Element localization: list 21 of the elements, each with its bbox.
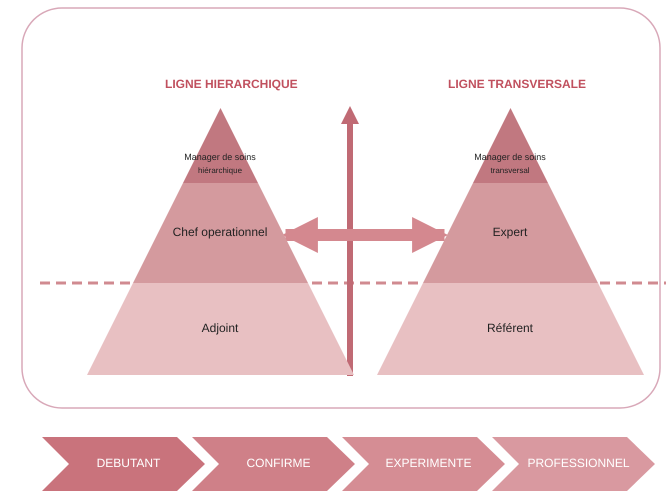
step-label: EXPERIMENTE (384, 456, 472, 470)
pyramid-tier (422, 183, 598, 283)
pyramid-tier (132, 183, 308, 283)
chevron-step (192, 437, 355, 491)
tier-label: Adjoint (200, 321, 240, 335)
tier-label: Expert (492, 225, 528, 239)
step-label: DEBUTANT (96, 456, 162, 470)
pyramid-tier (86, 283, 354, 375)
heading: LIGNE TRANSVERSALE (448, 77, 586, 91)
tier-sublabel: hiérarchique (196, 166, 244, 175)
tier-label: Chef operationnel (172, 225, 268, 239)
double-arrow (282, 217, 448, 253)
tier-label: Référent (486, 321, 534, 335)
pyramid-tier (376, 283, 644, 375)
chevron-step (492, 437, 655, 491)
step-label: CONFIRME (246, 456, 312, 470)
step-label: PROFESSIONNEL (526, 456, 631, 470)
chevron-step (42, 437, 205, 491)
heading: LIGNE HIERARCHIQUE (165, 77, 298, 91)
chevron-step (342, 437, 505, 491)
tier-sublabel: transversal (489, 166, 531, 175)
